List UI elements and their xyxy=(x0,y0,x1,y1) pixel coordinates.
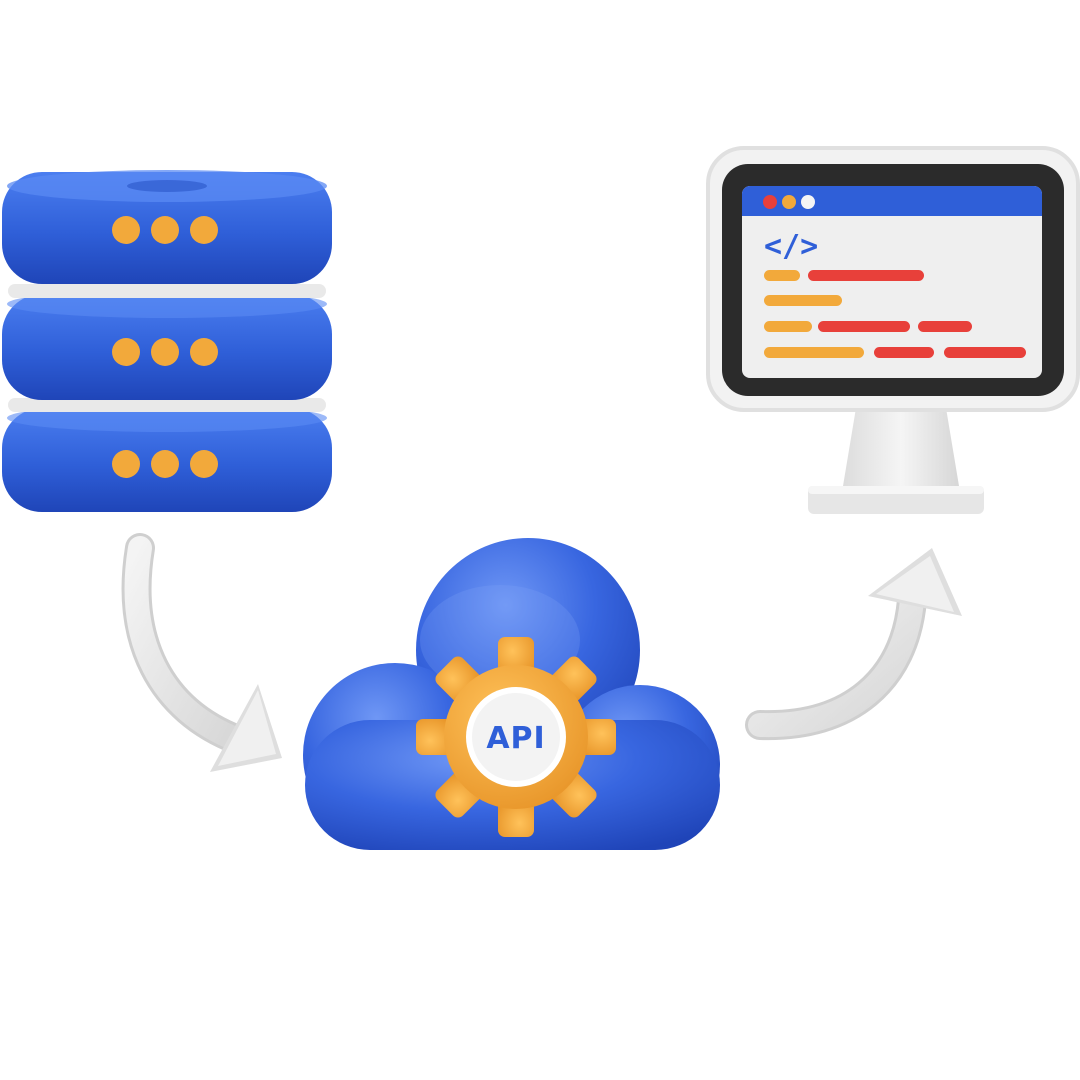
api-label: API xyxy=(486,721,545,756)
api-cloud: API xyxy=(303,538,720,850)
gear-icon: API xyxy=(416,637,616,837)
minimize-dot-icon xyxy=(782,195,796,209)
arrow-database-to-api xyxy=(121,533,282,772)
database-icon xyxy=(2,170,332,512)
window-controls xyxy=(763,195,815,209)
maximize-dot-icon xyxy=(801,195,815,209)
monitor-stand xyxy=(808,408,984,514)
code-window: </> xyxy=(742,186,1042,378)
code-symbol: </> xyxy=(764,229,818,264)
database-disk-top xyxy=(2,170,332,284)
code-monitor-icon: </> xyxy=(706,146,1080,514)
status-dots-middle xyxy=(112,338,218,366)
status-dots-bottom xyxy=(112,450,218,478)
arrow-api-to-monitor xyxy=(745,548,962,741)
code-lines xyxy=(764,270,1026,358)
database-disk-middle xyxy=(2,290,332,400)
database-disk-bottom xyxy=(2,404,332,512)
close-dot-icon xyxy=(763,195,777,209)
status-dots-top xyxy=(112,216,218,244)
